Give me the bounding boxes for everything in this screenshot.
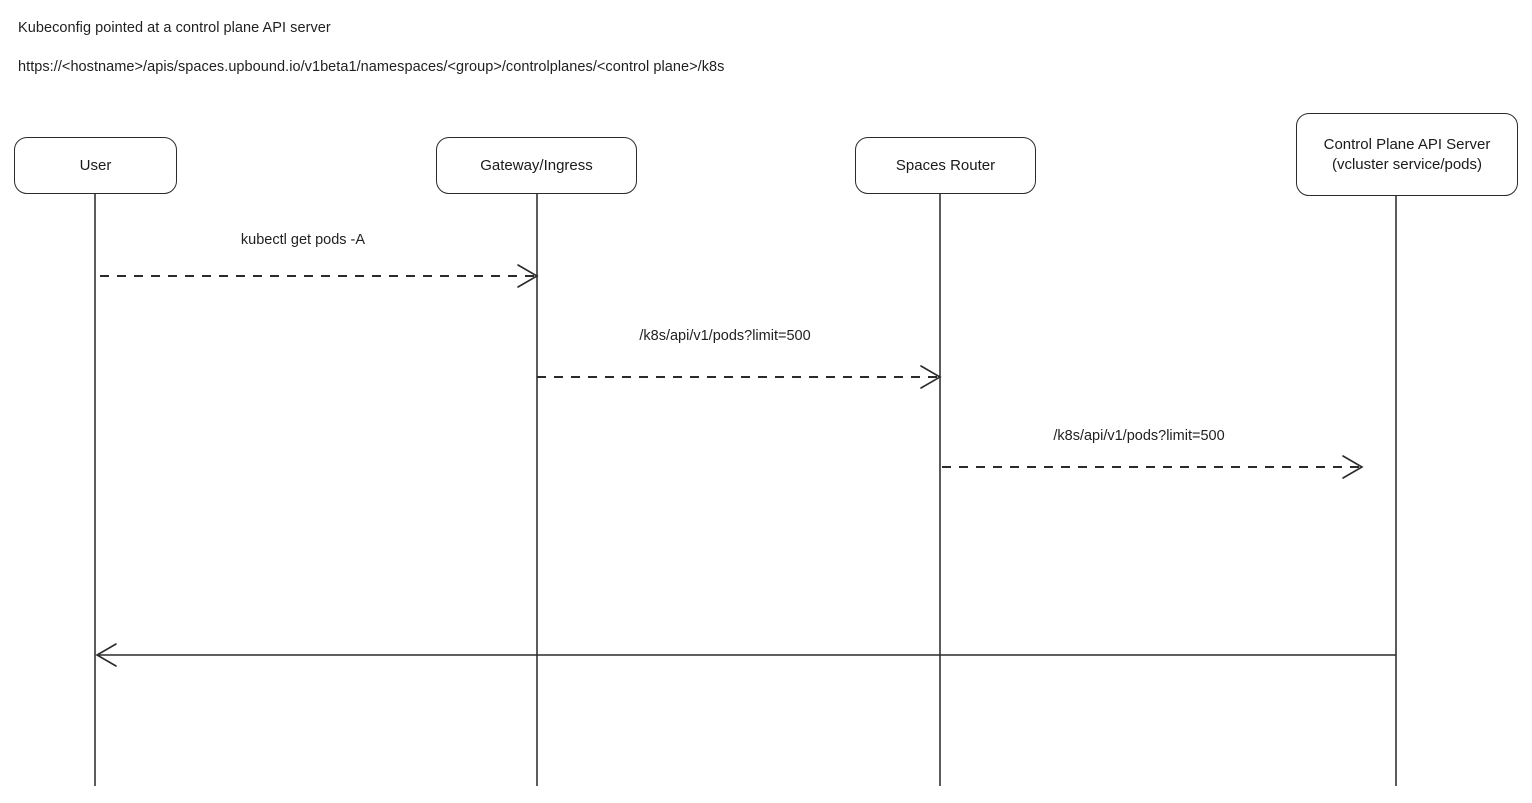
message-label-msg-pods-limit-router-to-controlplane: /k8s/api/v1/pods?limit=500 <box>1053 428 1225 444</box>
kubeconfig-url: https://<hostname>/apis/spaces.upbound.i… <box>18 59 725 75</box>
message-arrow-msg-kubectl-get-pods <box>100 264 539 288</box>
message-arrows-group <box>95 264 1396 667</box>
message-label-msg-kubectl-get-pods: kubectl get pods -A <box>240 232 366 248</box>
arrowhead <box>1342 455 1364 479</box>
arrowhead <box>920 365 942 389</box>
message-arrow-msg-pods-limit-gateway-to-router <box>537 365 942 389</box>
participant-box-user[interactable]: User <box>14 137 177 194</box>
message-arrow-msg-pods-limit-router-to-controlplane <box>942 455 1364 479</box>
page-title: Kubeconfig pointed at a control plane AP… <box>18 20 331 36</box>
participant-label-gateway: Gateway/Ingress <box>480 156 593 174</box>
arrowhead <box>517 264 539 288</box>
participant-label-spaces-router: Spaces Router <box>895 156 996 174</box>
participant-box-spaces-router[interactable]: Spaces Router <box>855 137 1036 194</box>
arrowhead <box>95 643 117 667</box>
participant-label-user: User <box>79 156 112 174</box>
message-label-msg-pods-limit-gateway-to-router: /k8s/api/v1/pods?limit=500 <box>639 328 811 344</box>
lifelines-group <box>94 194 1397 786</box>
participant-box-control-plane[interactable]: Control Plane API Server (vcluster servi… <box>1296 113 1518 196</box>
participant-box-gateway[interactable]: Gateway/Ingress <box>436 137 637 194</box>
message-arrow-msg-response-to-user <box>95 643 1396 667</box>
participant-label-control-plane: Control Plane API Server (vcluster servi… <box>1323 135 1491 173</box>
